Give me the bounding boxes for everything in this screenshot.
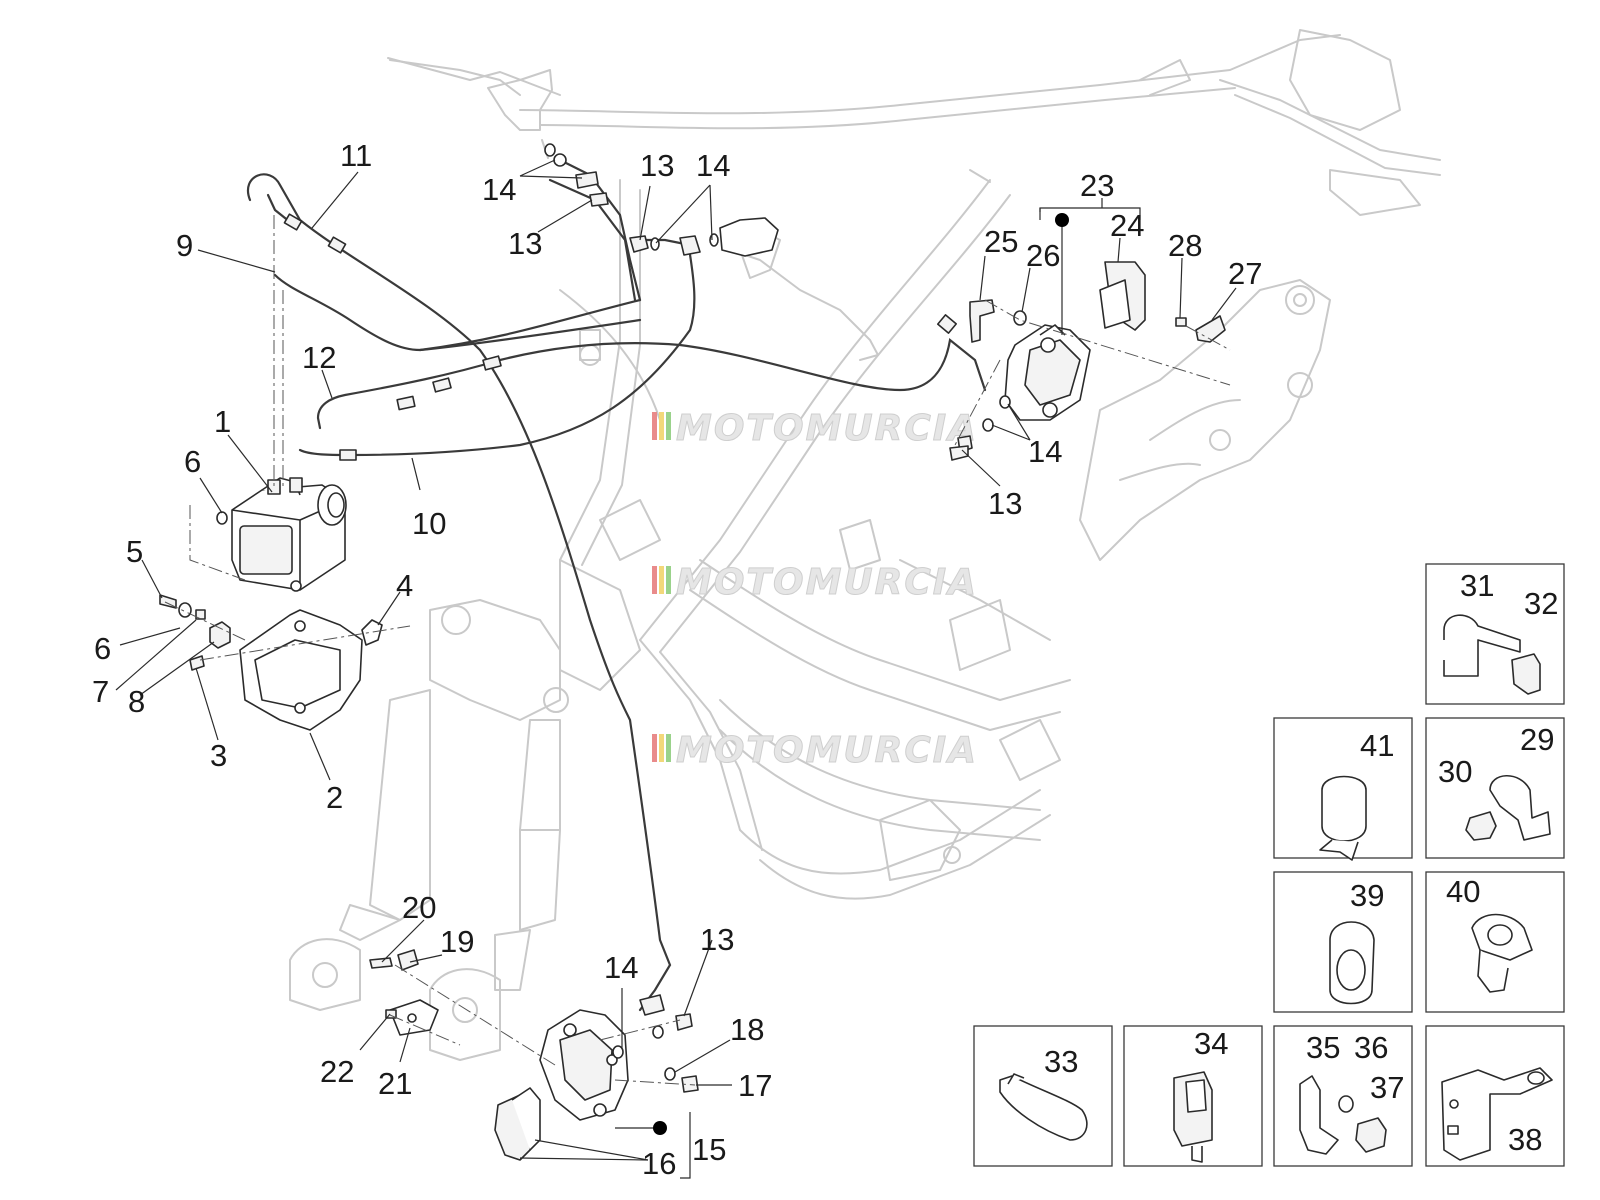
detail-box-38 [1425, 1025, 1565, 1167]
rear-pads [1099, 261, 1146, 331]
callout-13b: 13 [508, 226, 542, 261]
callout-labels: 1 2 3 4 5 6 6 7 8 9 10 11 12 13 13 13 13… [92, 138, 1558, 1181]
detail-box-33 [973, 1025, 1113, 1167]
callout-13c: 13 [988, 486, 1022, 521]
callout-31: 31 [1460, 568, 1494, 603]
front-pads [494, 1087, 541, 1161]
watermark-text-middle: MOTOMURCIA [676, 562, 978, 603]
callout-19: 19 [440, 924, 474, 959]
detail-box-35-37 [1273, 1025, 1413, 1167]
callout-38: 38 [1508, 1122, 1542, 1157]
callout-36: 36 [1354, 1030, 1388, 1065]
leader-lines [115, 159, 1237, 1179]
callout-11: 11 [340, 138, 372, 173]
callout-13a: 13 [640, 148, 674, 183]
assembly-dot-15 [653, 1121, 667, 1135]
callout-21: 21 [378, 1066, 412, 1101]
front-caliper [539, 1009, 629, 1121]
callout-34: 34 [1194, 1026, 1228, 1061]
callout-29: 29 [1520, 722, 1554, 757]
callout-26: 26 [1026, 238, 1060, 273]
callout-1: 1 [214, 404, 231, 439]
callout-35: 35 [1306, 1030, 1340, 1065]
callout-14b: 14 [696, 148, 730, 183]
front-banjo-fittings [612, 994, 699, 1093]
rear-caliper [1004, 324, 1091, 421]
assembly-lines [164, 215, 1231, 1086]
rear-sensor-27 [1195, 315, 1226, 343]
watermark-bottom: MOTOMURCIA [652, 730, 978, 772]
callout-12: 12 [302, 340, 336, 375]
callout-27: 27 [1228, 256, 1262, 291]
callout-22: 22 [320, 1054, 354, 1089]
callout-40: 40 [1446, 874, 1480, 909]
callout-7: 7 [92, 674, 109, 709]
callout-9: 9 [176, 228, 193, 263]
detail-box-40 [1425, 871, 1565, 1013]
front-fittings [544, 143, 779, 257]
callout-18: 18 [730, 1012, 764, 1047]
rear-screw-28 [1175, 317, 1187, 327]
abs-unit [231, 477, 347, 592]
callout-8: 8 [128, 684, 145, 719]
callout-37: 37 [1370, 1070, 1404, 1105]
callout-25: 25 [984, 224, 1018, 259]
callout-20: 20 [402, 890, 436, 925]
brake-pipes [246, 158, 987, 1012]
detail-box-29-30 [1425, 717, 1565, 859]
callout-24: 24 [1110, 208, 1144, 243]
callout-32: 32 [1524, 586, 1558, 621]
callout-23: 23 [1080, 168, 1114, 203]
callout-6b: 6 [94, 631, 111, 666]
callout-3: 3 [210, 738, 227, 773]
callout-33: 33 [1044, 1044, 1078, 1079]
callout-14a: 14 [482, 172, 516, 207]
abs-bracket [239, 609, 383, 731]
abs-hardware [159, 511, 231, 671]
callout-16: 16 [642, 1146, 676, 1181]
watermark-middle: MOTOMURCIA [652, 562, 978, 604]
watermark-top: MOTOMURCIA [652, 408, 978, 450]
watermark-text-bottom: MOTOMURCIA [676, 730, 978, 771]
callout-41: 41 [1360, 728, 1394, 763]
callout-2: 2 [326, 780, 343, 815]
detail-box-31-32 [1425, 563, 1565, 705]
callout-10: 10 [412, 506, 446, 541]
callout-14d: 14 [604, 950, 638, 985]
rear-bolt-25 [969, 299, 995, 343]
watermark-text-top: MOTOMURCIA [676, 408, 978, 449]
callout-30: 30 [1438, 754, 1472, 789]
detail-box-39 [1273, 871, 1413, 1013]
callout-15: 15 [692, 1132, 726, 1167]
callout-13d: 13 [700, 922, 734, 957]
detail-box-34 [1123, 1025, 1263, 1167]
assembly-dot-23 [1055, 213, 1069, 227]
callout-17: 17 [738, 1068, 772, 1103]
callout-6a: 6 [184, 444, 201, 479]
callout-5: 5 [126, 534, 143, 569]
callout-14c: 14 [1028, 434, 1062, 469]
front-sensor-assembly [369, 949, 439, 1036]
scooter-frame [289, 29, 1441, 1061]
rear-washer-26 [1013, 310, 1027, 326]
callout-39: 39 [1350, 878, 1384, 913]
callout-28: 28 [1168, 228, 1202, 263]
detail-box-41 [1273, 717, 1413, 861]
callout-4: 4 [396, 568, 413, 603]
